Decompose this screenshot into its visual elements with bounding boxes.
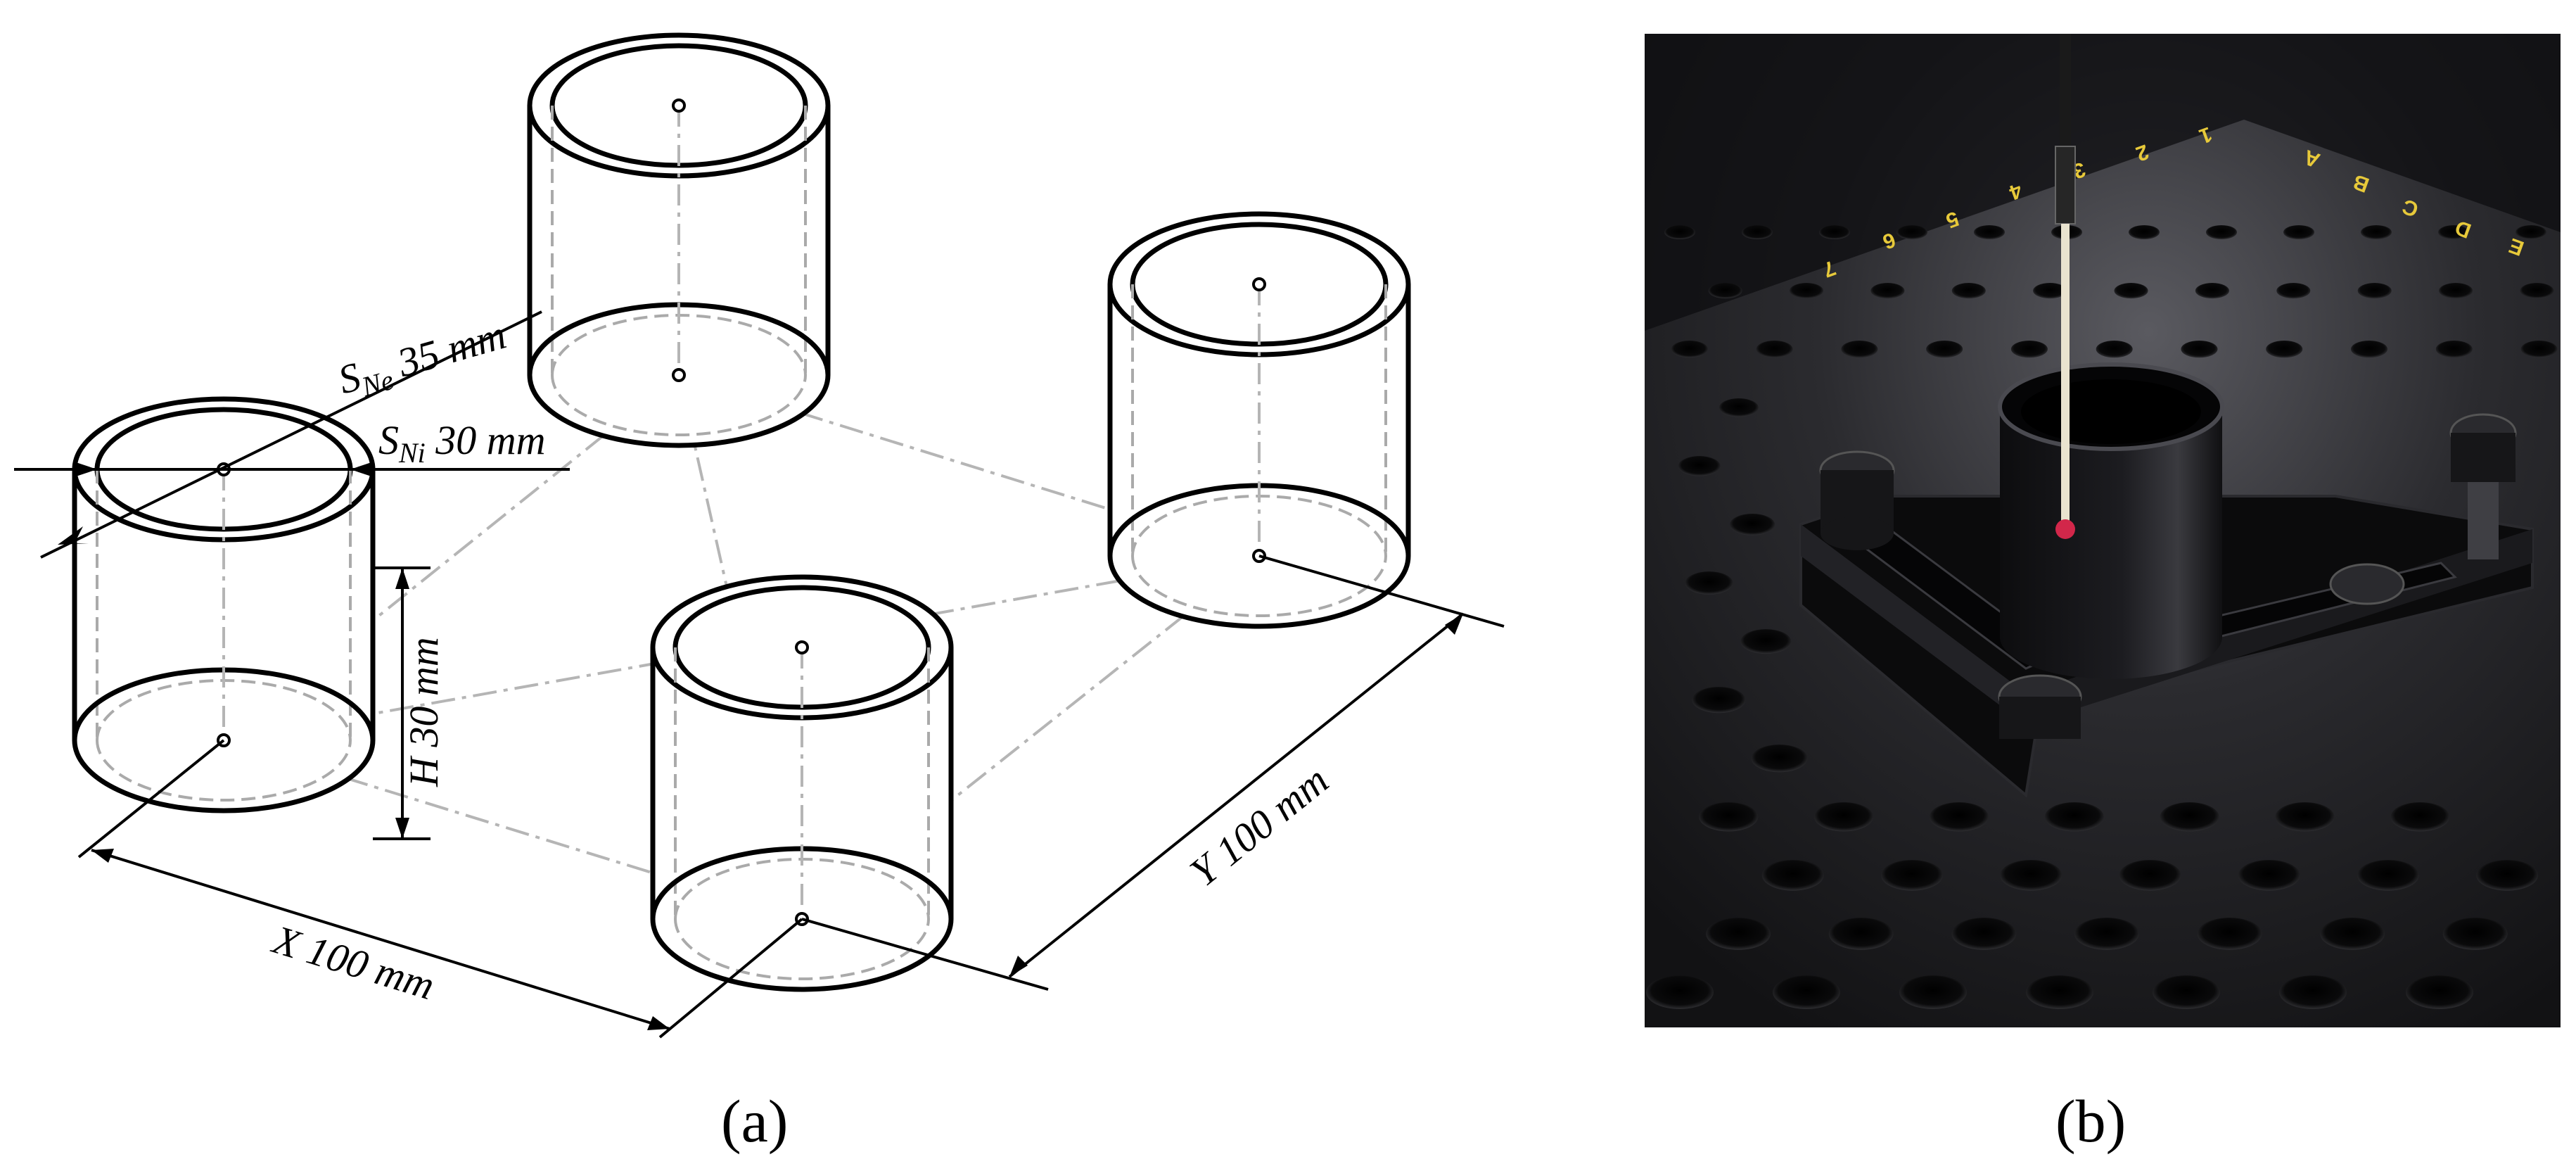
table-hole (2361, 225, 2392, 239)
table-hole (2390, 802, 2450, 832)
table-hole (1814, 802, 1874, 832)
probe (2055, 34, 2076, 539)
measured-cylinder (1998, 362, 2224, 679)
probe-tip (2055, 519, 2075, 539)
table-hole (2520, 341, 2558, 358)
table-hole (1646, 975, 1714, 1009)
height-label: H 30 mm (401, 637, 447, 787)
table-hole (1926, 341, 1963, 358)
panel-label-b: (b) (2055, 1087, 2127, 1155)
table-hole (1740, 629, 1792, 654)
table-hole (2238, 860, 2300, 891)
table-hole (1761, 860, 1824, 891)
table-hole (2000, 860, 2062, 891)
table-hole (1664, 225, 1695, 239)
table-hole (2026, 975, 2093, 1009)
table-hole (1899, 975, 1967, 1009)
table-hole (2153, 975, 2220, 1009)
table-hole (2476, 860, 2539, 891)
table-hole (2406, 975, 2473, 1009)
table-hole (1828, 918, 1894, 950)
table-hole (1951, 283, 1986, 299)
table-hole (1756, 341, 1793, 358)
table-hole (1896, 225, 1927, 239)
table-hole (1742, 225, 1773, 239)
outer-diameter-label: SNe 35 mm (333, 312, 513, 408)
table-hole (1974, 225, 2005, 239)
table-hole (1881, 860, 1943, 891)
table-hole (2096, 341, 2133, 358)
table-hole (2129, 225, 2160, 239)
table-hole (2320, 918, 2385, 950)
schematic-drawing: SNe 35 mm SNi 30 mm H 30 mm X 100 mm Y 1… (14, 32, 1505, 1039)
table-hole (1685, 571, 1733, 595)
cylinder-right (1107, 211, 1411, 629)
table-hole (1773, 975, 1840, 1009)
table-hole (1929, 802, 1989, 832)
table-hole (2442, 918, 2508, 950)
table-hole (2266, 341, 2303, 358)
inner-diameter-label: SNi 30 mm (378, 417, 546, 469)
table-hole (1706, 918, 1771, 950)
table-hole (2044, 802, 2104, 832)
table-hole (1708, 283, 1742, 299)
cylinder-bottom (650, 574, 954, 992)
table-hole (2197, 918, 2262, 950)
table-hole (2357, 283, 2392, 299)
table-hole (1951, 918, 2017, 950)
table-hole (2357, 860, 2419, 891)
table-hole (2520, 283, 2554, 299)
table-hole (2438, 225, 2469, 239)
dimension-lines (14, 310, 1505, 1039)
cap-screws (1819, 413, 2517, 739)
table-hole (1719, 398, 1759, 417)
table-hole (1870, 283, 1905, 299)
table-hole (2435, 341, 2473, 358)
table-hole (1790, 283, 1823, 299)
table-hole (2516, 225, 2546, 239)
table-hole (2283, 225, 2314, 239)
table-hole (1751, 745, 1808, 773)
table-hole (1730, 514, 1775, 536)
table-hole (2275, 802, 2335, 832)
table-holes (1646, 225, 2558, 1009)
cylinder-left (72, 396, 376, 813)
table-hole (1678, 456, 1721, 476)
table-hole (1699, 802, 1759, 832)
table-hole (2206, 225, 2237, 239)
table-hole (2279, 975, 2347, 1009)
table-hole (2195, 283, 2229, 299)
table-hole (2074, 918, 2139, 950)
table-hole (1671, 341, 1708, 358)
table-hole (2276, 283, 2311, 299)
table-hole (1819, 225, 1850, 239)
table-hole (2033, 283, 2067, 299)
table-hole (2160, 802, 2219, 832)
table-hole (1841, 341, 1878, 358)
table-hole (2119, 860, 2181, 891)
cylinder-top (527, 32, 831, 448)
table-hole (2010, 341, 2048, 358)
table-hole (1692, 687, 1746, 714)
table-hole (2114, 283, 2148, 299)
table-hole (2351, 341, 2387, 358)
table-hole (2181, 341, 2218, 358)
panel-label-a: (a) (721, 1087, 789, 1155)
table-hole (2439, 283, 2473, 299)
